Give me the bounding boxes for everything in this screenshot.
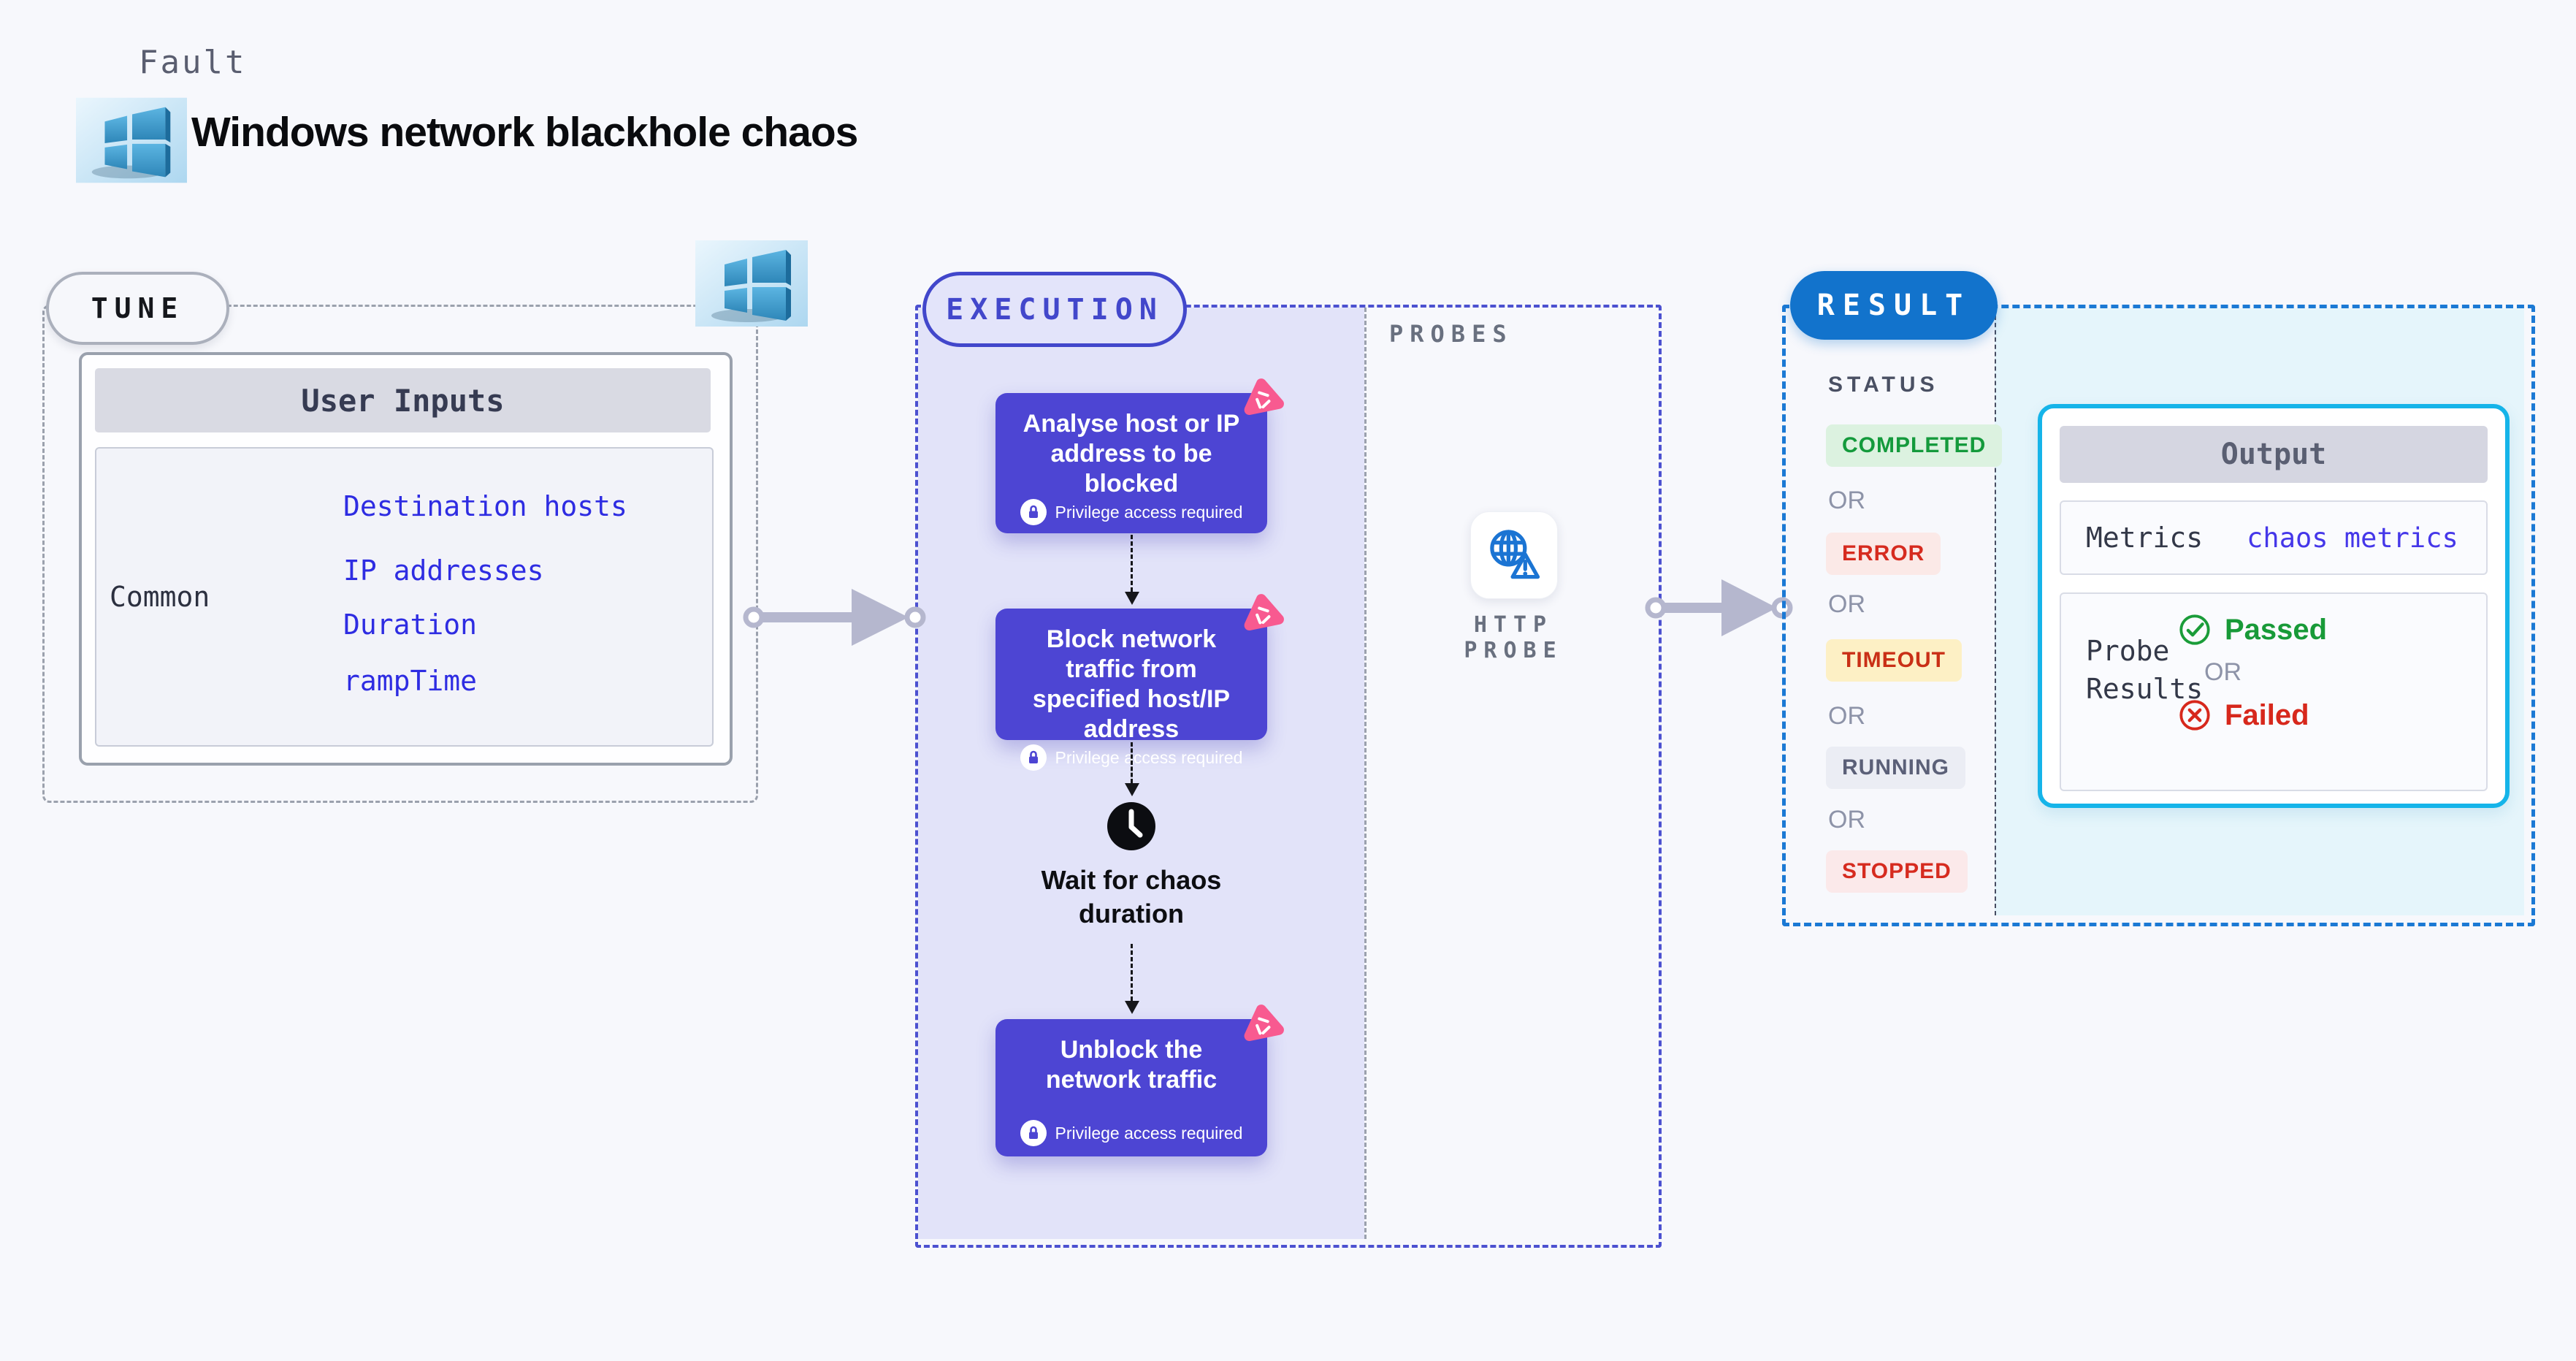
probe-results-row: Probe Results Passed OR Failed: [2060, 592, 2488, 791]
wait-step-label: Wait for chaos duration: [1041, 865, 1222, 929]
status-error: ERROR: [1826, 533, 1941, 575]
flow-connector: [1131, 742, 1133, 783]
step-title: Analyse host or IP address to be blocked: [1023, 410, 1240, 497]
tune-section-box: [42, 305, 758, 803]
chaos-icon: [1244, 1004, 1284, 1042]
probe-results-label: Probe Results: [2086, 635, 2204, 705]
flow-connector: [1131, 535, 1133, 592]
or-label: OR: [1828, 702, 1865, 730]
link-destination-hosts[interactable]: Destination hosts: [343, 490, 627, 522]
probe-passed-label: Passed: [2225, 613, 2328, 646]
result-divider: [1995, 308, 1996, 915]
windows-logo-icon: [76, 97, 187, 183]
output-card: Output Metrics chaos metrics Probe Resul…: [2038, 404, 2510, 808]
output-header: Output: [2060, 426, 2488, 483]
clock-icon: [1107, 802, 1155, 850]
or-label: OR: [2204, 658, 2241, 686]
tune-badge: TUNE: [46, 272, 229, 345]
or-label: OR: [1828, 590, 1865, 618]
probe-failed-label: Failed: [2225, 698, 2309, 731]
user-inputs-body: [95, 447, 714, 747]
flow-arrowhead-icon: [1125, 1001, 1139, 1014]
result-section-box: [1782, 305, 2535, 926]
x-circle-icon: [2179, 700, 2210, 731]
chaos-metrics-link[interactable]: chaos metrics: [2247, 522, 2458, 554]
arrow-right-icon: [743, 589, 926, 646]
flow-arrowhead-icon: [1125, 783, 1139, 796]
status-timeout: TIMEOUT: [1826, 639, 1962, 682]
privilege-note: Privilege access required: [1055, 502, 1243, 522]
link-duration[interactable]: Duration: [343, 609, 478, 641]
status-stopped: STOPPED: [1826, 850, 1968, 893]
chaos-icon: [1244, 378, 1284, 416]
probes-label: PROBES: [1389, 320, 1513, 348]
status-running: RUNNING: [1826, 747, 1965, 789]
step-block-traffic: Block network traffic from specified hos…: [995, 609, 1267, 771]
execution-badge: EXECUTION: [922, 272, 1187, 347]
execution-probes-box: [915, 305, 1662, 1248]
privilege-note: Privilege access required: [1055, 1123, 1243, 1143]
check-circle-icon: [2179, 614, 2210, 645]
or-label: OR: [1828, 487, 1865, 514]
step-title: Block network traffic from specified hos…: [1032, 625, 1231, 743]
metrics-label: Metrics: [2086, 522, 2204, 554]
http-probe-card: [1470, 511, 1558, 599]
step-unblock-traffic: Unblock the network traffic Privilege ac…: [995, 1019, 1267, 1156]
http-probe-icon: [1490, 530, 1540, 579]
lock-icon: [1020, 1120, 1047, 1146]
row-label-common: Common: [110, 581, 210, 613]
probes-divider: [1364, 308, 1367, 1239]
status-heading: STATUS: [1828, 373, 1939, 397]
fault-kicker: Fault: [139, 44, 247, 81]
flow-arrowhead-icon: [1125, 592, 1139, 605]
status-completed: COMPLETED: [1826, 424, 2003, 467]
chaos-icon: [1244, 594, 1284, 631]
step-title: Unblock the network traffic: [1045, 1036, 1218, 1094]
flow-connector: [1131, 944, 1133, 1001]
or-label: OR: [1828, 806, 1865, 834]
metrics-row: Metrics chaos metrics: [2060, 500, 2488, 575]
step-analyse-host: Analyse host or IP address to be blocked…: [995, 393, 1267, 533]
page-title: Windows network blackhole chaos: [191, 109, 858, 156]
windows-logo-icon: [695, 240, 808, 327]
lock-icon: [1020, 499, 1047, 525]
arrow-right-icon: [1645, 579, 1793, 636]
link-ip-addresses[interactable]: IP addresses: [343, 554, 544, 587]
privilege-note: Privilege access required: [1055, 747, 1243, 767]
lock-icon: [1020, 744, 1047, 771]
user-inputs-header: User Inputs: [95, 368, 711, 432]
http-probe-label: HTTP PROBE: [1464, 612, 1563, 663]
result-badge: RESULT: [1790, 271, 1998, 340]
link-ramptime[interactable]: rampTime: [343, 665, 478, 697]
